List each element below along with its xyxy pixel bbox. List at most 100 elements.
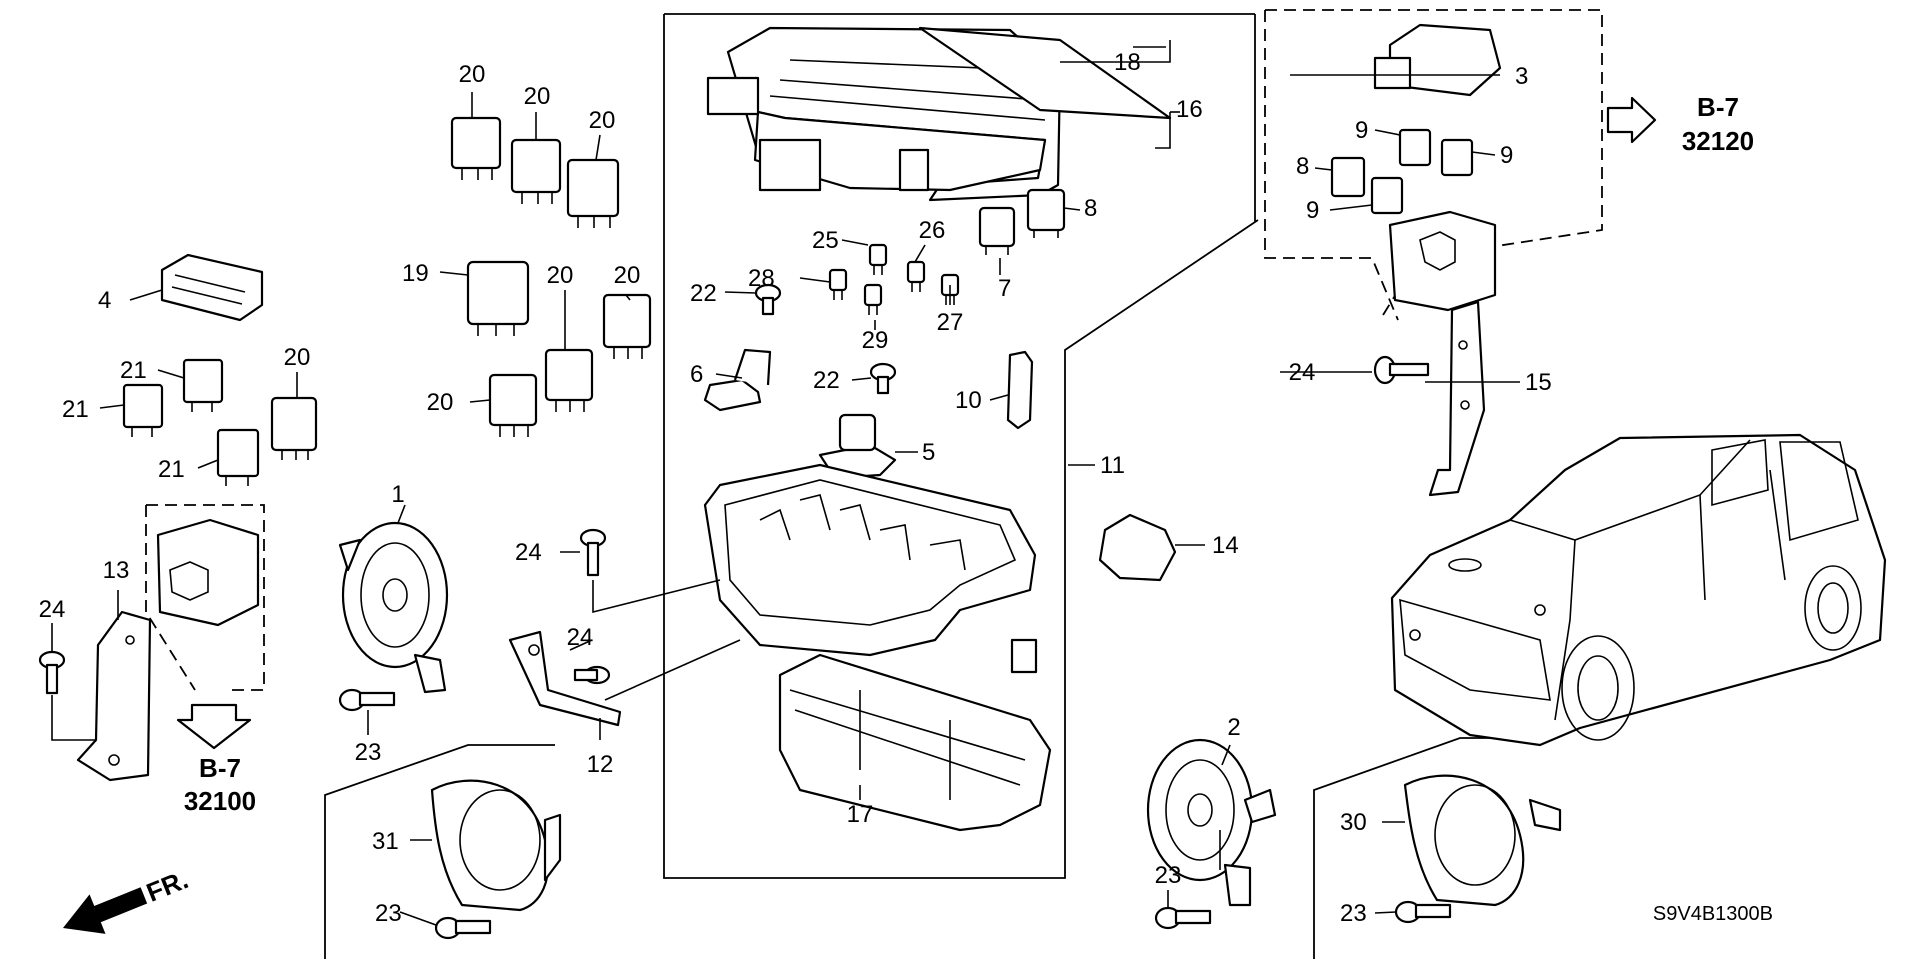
left-dashed-frame [145,504,265,691]
left-inset-frame [324,744,555,959]
relay-holder-upper [1388,210,1497,312]
callout-2: 2 [1227,714,1240,741]
callout-17: 17 [847,801,874,828]
callout-18: 18 [1114,49,1141,76]
callout-15: 15 [1525,369,1552,396]
callout-22-lower: 22 [813,367,840,394]
horn-1 [338,521,449,694]
reference-bottom: B-7 32100 [176,703,256,816]
relay-21-a [122,383,164,437]
mini-relay-9-top [1398,128,1432,167]
callout-23-c: 23 [1155,862,1182,889]
reference-bottom-section: B-7 [199,753,241,783]
fuse-box-base [703,463,1038,674]
bolt-23-b [434,916,492,940]
fuse-8 [1026,188,1066,238]
bolt-23-a [338,688,396,712]
callout-16: 16 [1176,96,1203,123]
mini-fuse-28 [828,268,848,300]
callout-6: 6 [690,361,703,388]
callout-labels: 1 2 3 4 5 6 7 8 8 9 9 9 10 11 12 13 14 1… [39,49,1552,927]
relay-20-c [566,158,620,228]
callout-20-e: 20 [547,262,574,289]
callout-13: 13 [103,557,130,584]
right-arrow-icon [1606,96,1657,144]
callout-26: 26 [919,217,946,244]
callout-19: 19 [402,260,429,287]
diode-6 [703,348,772,412]
callout-23-a: 23 [355,739,382,766]
callout-4: 4 [98,287,111,314]
reference-right-section: B-7 [1697,92,1739,122]
horn-cover-30 [1403,774,1562,907]
callout-20-g: 20 [284,344,311,371]
callout-29: 29 [862,327,889,354]
reference-bottom-number: 32100 [184,786,256,816]
front-marker-label: FR. [142,864,192,908]
relay-20-b [510,138,562,204]
callout-8-right: 8 [1296,153,1309,180]
callout-22-upper: 22 [690,280,717,307]
callout-21-a: 21 [120,357,147,384]
callout-24-left: 24 [39,596,66,623]
main-box-frame [663,13,1259,879]
grommet-14 [1098,513,1177,582]
relay-21-c [216,428,260,486]
relay-19 [466,260,530,336]
clip-10 [1006,350,1034,430]
relay-21-b [182,358,224,412]
screw-22-upper [754,283,782,316]
callout-21-b: 21 [62,396,89,423]
callout-21-c: 21 [158,456,185,483]
callout-7: 7 [998,275,1011,302]
screw-22-lower [869,362,897,395]
vehicle-outline [1390,433,1887,747]
callout-8-left: 8 [1084,195,1097,222]
relay-20-a [450,116,502,180]
mini-fuse-25 [868,243,888,275]
bolt-24-middle-upper [579,528,607,577]
fuse-7 [978,206,1016,255]
callout-3: 3 [1515,63,1528,90]
callout-20-d: 20 [427,389,454,416]
callout-10: 10 [955,387,982,414]
horn-cover-31 [430,779,562,912]
fuse-box-lower-cover [778,653,1052,832]
callout-31: 31 [372,828,399,855]
callout-30: 30 [1340,809,1367,836]
callout-24-right: 24 [1289,359,1316,386]
bolt-24-middle-lower [573,665,611,685]
relay-20-g [270,396,318,460]
callout-25: 25 [812,227,839,254]
callout-14: 14 [1212,532,1239,559]
mini-fuse-26 [906,260,926,292]
callout-20-a: 20 [459,61,486,88]
callout-27: 27 [937,309,964,336]
leader-lines [51,40,1520,926]
diagram-code: S9V4B1300B [1653,903,1773,925]
callout-23-d: 23 [1340,900,1367,927]
callout-9-bottom: 9 [1306,197,1319,224]
bolt-23-d [1394,900,1452,924]
callout-9-top: 9 [1355,117,1368,144]
relay-8-right-group [1330,156,1366,198]
relay-box-3 [1373,23,1502,97]
callout-20-c: 20 [589,107,616,134]
horn-2 [1146,738,1277,907]
relay-20-e [544,348,594,412]
relay-20-f [602,293,652,359]
bracket-15 [1428,300,1486,497]
bolt-24-left [38,650,66,695]
mini-relay-9-right [1440,138,1474,177]
relay-box-4 [160,253,264,322]
callout-12: 12 [587,751,614,778]
relay-holder-lower [156,518,260,627]
callout-5: 5 [922,439,935,466]
callout-1: 1 [391,481,404,508]
reference-right-number: 32120 [1682,126,1754,156]
front-arrow-icon [62,887,148,934]
front-marker: FR. [62,864,192,934]
bolt-23-c [1154,906,1212,930]
